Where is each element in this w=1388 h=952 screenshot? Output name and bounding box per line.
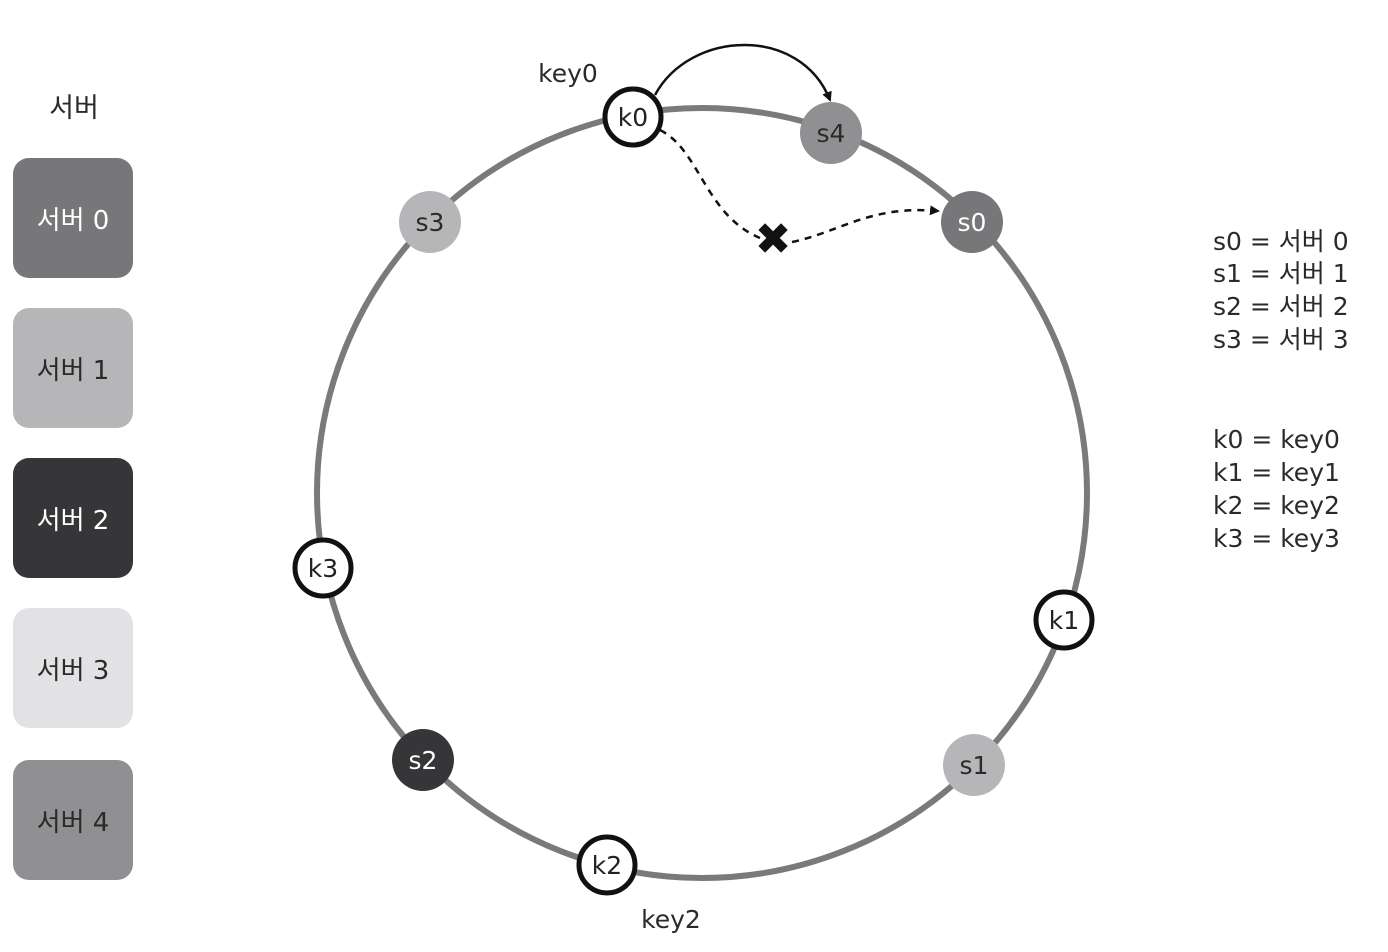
server-1-label: 서버 1 [36, 355, 110, 386]
server-2-label: 서버 2 [36, 505, 110, 536]
legend-server-line: s1 = 서버 1 [1213, 259, 1349, 288]
server-node-s4: s4 [800, 102, 862, 164]
server-node-s1-label: s1 [960, 751, 989, 780]
remap-arrow [653, 43, 832, 102]
key-node-k2: k2 [576, 834, 638, 896]
server-4-box: 서버 4 [13, 760, 133, 880]
server-node-s3-label: s3 [416, 208, 445, 237]
key-node-k0: k0 [602, 86, 664, 148]
legend-key-line: k0 = key0 [1213, 425, 1340, 454]
server-4-label: 서버 4 [36, 807, 110, 838]
hash-ring [314, 105, 1090, 881]
server-1-box: 서버 1 [13, 308, 133, 428]
key2-caption: key2 [641, 905, 701, 934]
key-node-k1-label: k1 [1049, 606, 1079, 635]
key-node-k0-label: k0 [618, 103, 648, 132]
legend-server-line: s2 = 서버 2 [1213, 292, 1349, 321]
key-node-k3: k3 [292, 537, 354, 599]
old-path-dashed-1 [659, 128, 761, 240]
old-path-dashed-2 [791, 205, 940, 244]
legend-server-line: s3 = 서버 3 [1213, 325, 1349, 354]
legend-key-line: k1 = key1 [1213, 458, 1340, 487]
server-node-s0-label: s0 [958, 208, 987, 237]
legend-server-line: s0 = 서버 0 [1213, 227, 1349, 256]
server-node-s2: s2 [392, 729, 454, 791]
server-node-s1: s1 [943, 734, 1005, 796]
server-node-s2-label: s2 [409, 746, 438, 775]
key0-caption: key0 [538, 59, 598, 88]
legend-key-line: k2 = key2 [1213, 491, 1340, 520]
server-0-label: 서버 0 [36, 205, 110, 236]
server-3-box: 서버 3 [13, 608, 133, 728]
server-3-label: 서버 3 [36, 655, 110, 686]
server-0-box: 서버 0 [13, 158, 133, 278]
server-node-s4-label: s4 [817, 119, 846, 148]
server-node-s0: s0 [941, 191, 1003, 253]
server-node-s3: s3 [399, 191, 461, 253]
removed-path-cross-icon: ✖ [755, 214, 792, 265]
key-node-k2-label: k2 [592, 851, 622, 880]
legend-key-line: k3 = key3 [1213, 524, 1340, 553]
key-node-k3-label: k3 [308, 554, 338, 583]
servers-heading: 서버 [49, 93, 99, 124]
server-2-box: 서버 2 [13, 458, 133, 578]
key-node-k1: k1 [1033, 589, 1095, 651]
